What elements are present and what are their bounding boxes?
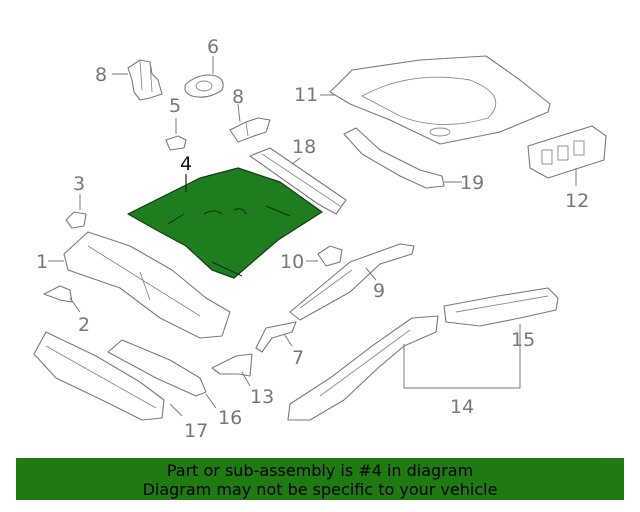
callout-10: 10: [280, 251, 304, 273]
part-1-side-panel: [63, 231, 231, 339]
callout-14: 14: [450, 396, 474, 418]
part-19-rear-brace: [343, 127, 445, 189]
callout-17: 17: [184, 420, 208, 442]
part-16-crossbar: [107, 339, 207, 397]
parts-diagram: 8 6 5 8 11 12 18 19: [33, 36, 607, 442]
part-11-rear-floor-pan: [329, 55, 551, 145]
info-banner: Part or sub-assembly is #4 in diagram Di…: [16, 458, 624, 500]
banner-line-2: Diagram may not be specific to your vehi…: [142, 480, 498, 499]
callout-8a: 8: [95, 64, 107, 86]
callout-6: 6: [207, 36, 219, 58]
part-9-side-rail: [289, 243, 415, 321]
callout-4: 4: [180, 153, 192, 175]
part-8-upper-bracket: [127, 59, 163, 101]
part-15-rear-rail: [443, 287, 559, 327]
part-13-bracket: [211, 353, 253, 377]
callout-15: 15: [511, 329, 535, 351]
part-5-plug: [165, 135, 187, 151]
callout-8b: 8: [232, 86, 244, 108]
leader-18: [291, 157, 301, 165]
callout-9: 9: [373, 280, 385, 302]
callout-18: 18: [292, 136, 316, 158]
leader-17: [169, 403, 183, 417]
callout-3: 3: [73, 173, 85, 195]
part-4-floor-panel: [127, 167, 323, 279]
leader-13: [241, 371, 251, 387]
part-10-bracket: [317, 245, 343, 267]
leader-7: [283, 333, 293, 347]
banner-line-1: Part or sub-assembly is #4 in diagram: [166, 461, 474, 480]
callout-16: 16: [218, 407, 242, 429]
callout-7: 7: [292, 347, 304, 369]
part-12-rear-panel: [527, 125, 607, 179]
leader-14: [403, 342, 521, 389]
leader-16: [205, 393, 217, 409]
leader-9: [365, 267, 377, 281]
leader-8b: [237, 103, 241, 123]
part-6-cap: [184, 74, 224, 98]
part-7-bracket: [255, 321, 297, 353]
callout-2: 2: [78, 314, 90, 336]
part-18-crossmember: [249, 147, 347, 215]
part-17-lower-crossmember: [33, 331, 165, 421]
callout-13: 13: [250, 386, 274, 408]
part-14-side-member: [287, 315, 439, 421]
callout-11: 11: [294, 84, 318, 106]
leader-2: [69, 297, 81, 313]
part-8-lower-bracket: [229, 117, 271, 143]
callout-12: 12: [565, 190, 589, 212]
callout-5: 5: [169, 95, 181, 117]
callout-19: 19: [460, 172, 484, 194]
part-3-clip: [65, 211, 87, 229]
callout-1: 1: [36, 251, 48, 273]
part-2-bracket: [43, 285, 73, 303]
